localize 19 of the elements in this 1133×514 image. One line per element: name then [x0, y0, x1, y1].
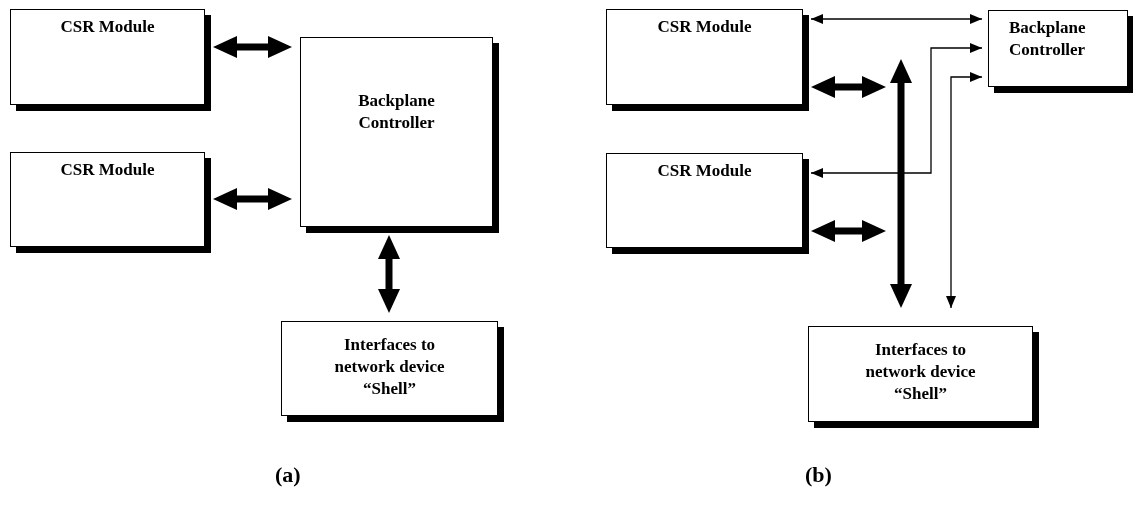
arrow — [378, 235, 400, 313]
arrow — [946, 72, 983, 309]
box-label: CSR Module — [59, 16, 156, 38]
arrow — [810, 14, 983, 24]
box-label: Interfaces to network device “Shell” — [864, 339, 977, 406]
box-label: Backplane Controller — [1009, 17, 1087, 62]
arrow — [811, 220, 886, 242]
box-label: Interfaces to network device “Shell” — [333, 334, 446, 401]
box-label: CSR Module — [59, 159, 156, 181]
panel-label: (b) — [805, 462, 832, 488]
arrow — [810, 43, 983, 178]
arrow — [890, 59, 912, 308]
box-label: Backplane Controller — [357, 90, 436, 135]
arrow — [811, 76, 886, 98]
arrow — [213, 188, 292, 210]
arrow — [213, 36, 292, 58]
box-label: CSR Module — [656, 160, 753, 182]
panel-label: (a) — [275, 462, 301, 488]
box-label: CSR Module — [656, 16, 753, 38]
